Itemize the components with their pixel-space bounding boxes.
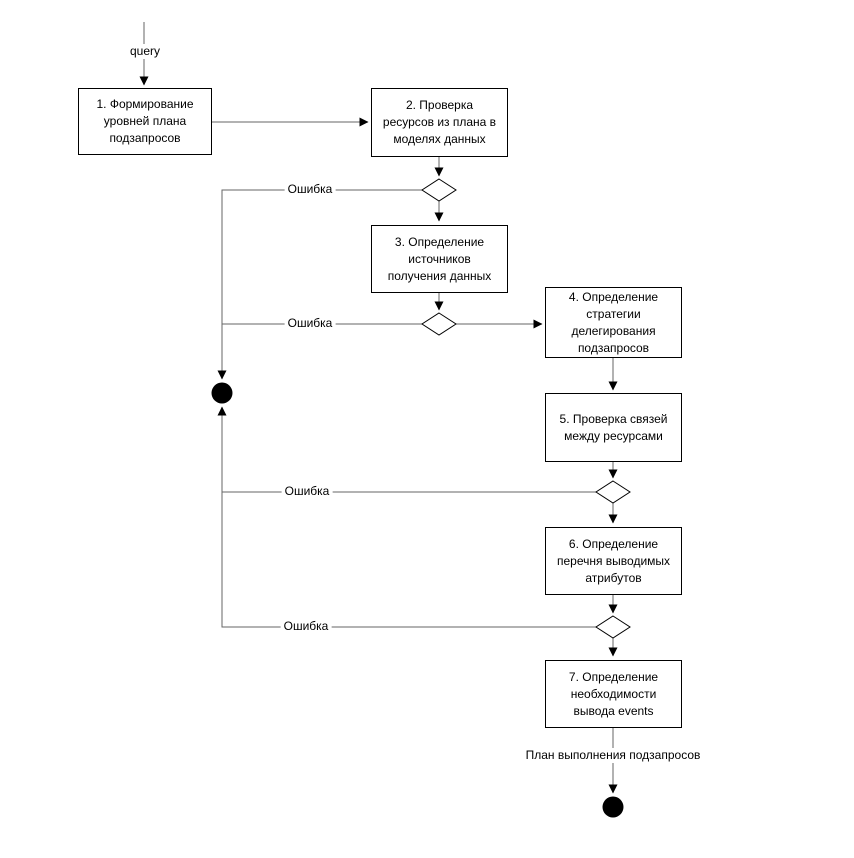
decision-diamond-3 bbox=[595, 480, 631, 504]
activity-label-1: 1. Формирование уровней плана подзапросо… bbox=[96, 97, 194, 145]
activity-label-2: 2. Проверка ресурсов из плана в моделях … bbox=[382, 98, 497, 146]
activity-box-7: 7. Определение необходимости вывода even… bbox=[545, 660, 682, 728]
decision-diamond-2 bbox=[421, 312, 457, 336]
merge-node bbox=[211, 382, 233, 404]
activity-label-5: 5. Проверка связей между ресурсами bbox=[559, 411, 668, 443]
activity-box-2: 2. Проверка ресурсов из плана в моделях … bbox=[371, 88, 508, 157]
edge-decision1-error-to-merge bbox=[217, 189, 422, 380]
decision-diamond-4 bbox=[595, 615, 631, 639]
edge-label-error-1: Ошибка bbox=[284, 182, 336, 197]
activity-box-6: 6. Определение перечня выводимых атрибут… bbox=[545, 527, 682, 595]
edge-label-result: План выполнения подзапросов bbox=[522, 748, 704, 763]
activity-box-4: 4. Определение стратегии делегирования п… bbox=[545, 287, 682, 358]
activity-label-4: 4. Определение стратегии делегирования п… bbox=[568, 289, 659, 355]
edge-label-error-2: Ошибка bbox=[284, 316, 336, 331]
edge-decision4-error-to-merge bbox=[217, 406, 596, 628]
edge-label-query: query bbox=[126, 44, 164, 59]
activity-box-3: 3. Определение источников получения данн… bbox=[371, 225, 508, 293]
end-node bbox=[602, 796, 624, 818]
edge-label-error-3: Ошибка bbox=[281, 484, 333, 499]
activity-box-1: 1. Формирование уровней плана подзапросо… bbox=[78, 88, 212, 155]
activity-label-3: 3. Определение источников получения данн… bbox=[387, 234, 492, 283]
activity-box-5: 5. Проверка связей между ресурсами bbox=[545, 393, 682, 462]
decision-diamond-1 bbox=[421, 178, 457, 202]
activity-label-7: 7. Определение необходимости вывода even… bbox=[568, 669, 659, 718]
activity-label-6: 6. Определение перечня выводимых атрибут… bbox=[556, 536, 671, 585]
edge-label-error-4: Ошибка bbox=[280, 619, 332, 634]
